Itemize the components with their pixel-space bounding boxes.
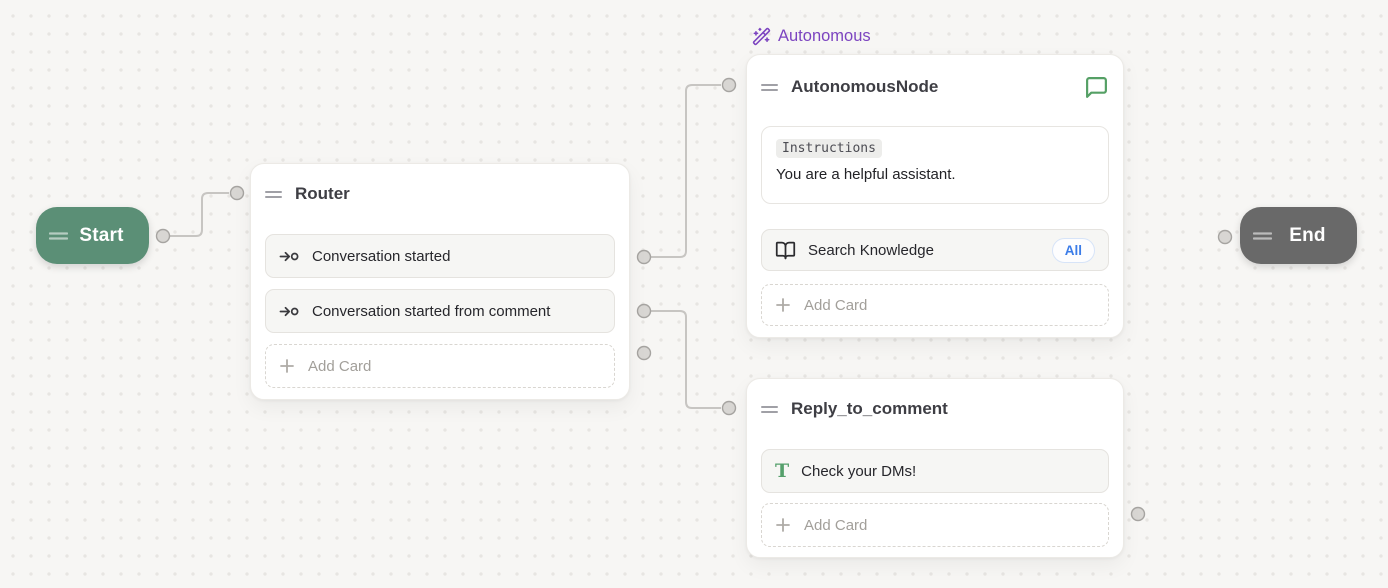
add-card-label: Add Card [804,296,868,314]
port-autonomous-in[interactable] [721,77,737,93]
end-node[interactable]: End [1240,207,1357,264]
plus-icon [280,359,294,373]
drag-handle-icon[interactable] [1253,230,1272,242]
drag-handle-icon[interactable] [49,230,68,242]
text-message-label: Check your DMs! [801,462,917,480]
router-node-title: Router [295,184,350,203]
text-icon: T [775,459,790,482]
search-knowledge-card[interactable]: Search Knowledge All [761,229,1109,271]
router-card-label: Conversation started from comment [312,302,551,320]
drag-handle-icon[interactable] [761,82,778,93]
trigger-icon [279,249,300,264]
add-card-label: Add Card [308,357,372,375]
book-open-icon [775,240,796,261]
wand-sparkles-icon [752,27,771,46]
port-router-out-add-card[interactable] [636,345,652,361]
autonomous-type-badge: Autonomous [752,27,871,46]
autonomous-node-title: AutonomousNode [791,77,939,96]
chat-bubble-icon[interactable] [1084,75,1109,100]
search-knowledge-label: Search Knowledge [808,241,934,259]
reply-node-title: Reply_to_comment [791,399,948,418]
edge-start-to-router[interactable] [163,192,229,237]
trigger-icon [279,304,300,319]
reply-add-card-button[interactable]: Add Card [761,503,1109,547]
instructions-label: Instructions [776,139,882,158]
add-card-label: Add Card [804,516,868,534]
autonomous-node[interactable]: AutonomousNode Instructions You are a he… [746,54,1124,338]
reply-node-header: Reply_to_comment [761,393,1109,425]
end-node-label: End [1289,224,1326,246]
text-message-card[interactable]: T Check your DMs! [761,449,1109,493]
port-reply-out[interactable] [1130,506,1146,522]
knowledge-scope-badge[interactable]: All [1051,237,1095,263]
autonomous-type-badge-label: Autonomous [778,27,871,45]
port-router-out-conversation-from-comment[interactable] [636,303,652,319]
plus-icon [776,298,790,312]
router-node-header: Router [265,178,615,210]
drag-handle-icon[interactable] [265,189,282,200]
port-router-in[interactable] [229,185,245,201]
autonomous-add-card-button[interactable]: Add Card [761,284,1109,326]
router-card-label: Conversation started [312,247,451,265]
plus-icon [776,518,790,532]
router-add-card-button[interactable]: Add Card [265,344,615,388]
start-node[interactable]: Start [36,207,149,264]
port-end-in[interactable] [1217,229,1233,245]
router-node[interactable]: Router Conversation started Conversation… [250,163,630,400]
edge-router-to-autonomous[interactable] [644,84,721,258]
reply-to-comment-node[interactable]: Reply_to_comment T Check your DMs! Add C… [746,378,1124,558]
instructions-text: You are a helpful assistant. [776,166,956,183]
port-router-out-conversation-started[interactable] [636,249,652,265]
instructions-card[interactable]: Instructions You are a helpful assistant… [761,126,1109,204]
port-reply-in[interactable] [721,400,737,416]
router-card-conversation-from-comment[interactable]: Conversation started from comment [265,289,615,333]
start-node-label: Start [79,224,124,246]
edge-router-to-reply[interactable] [644,310,721,409]
drag-handle-icon[interactable] [761,404,778,415]
autonomous-node-header: AutonomousNode [761,71,1109,103]
router-card-conversation-started[interactable]: Conversation started [265,234,615,278]
port-start-out[interactable] [155,228,171,244]
